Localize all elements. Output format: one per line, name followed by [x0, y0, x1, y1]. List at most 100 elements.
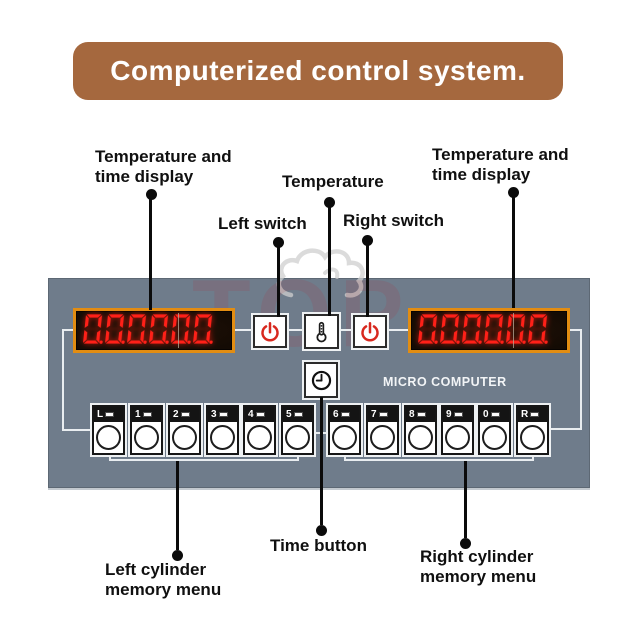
wire-line: [569, 329, 582, 331]
led-indicator: [218, 412, 228, 417]
memory-button-5[interactable]: 5: [281, 405, 314, 455]
wire-line: [62, 329, 64, 431]
push-button-circle[interactable]: [285, 425, 310, 450]
memory-button-1[interactable]: 1: [130, 405, 163, 455]
seven-segment-digit: [83, 314, 103, 344]
memory-button-header: 9: [443, 407, 472, 422]
title-text: Computerized control system.: [110, 55, 526, 86]
memory-button-header: 0: [480, 407, 509, 422]
led-indicator: [142, 412, 152, 417]
label-time-button: Time button: [270, 536, 367, 555]
memory-button-9[interactable]: 9: [441, 405, 474, 455]
memory-button-label: 0: [483, 408, 489, 420]
label-left-memory: Left cylinder memory menu: [105, 560, 222, 599]
memory-button-header: 6: [330, 407, 359, 422]
wire-line: [337, 329, 354, 331]
memory-button-label: 3: [211, 408, 217, 420]
led-indicator: [340, 412, 350, 417]
left-switch-button[interactable]: [253, 315, 287, 348]
wire-line: [62, 329, 74, 331]
label-right-switch: Right switch: [343, 211, 445, 230]
led-indicator: [293, 412, 303, 417]
callout-dot-right-switch: [361, 234, 373, 246]
push-button-circle[interactable]: [370, 425, 395, 450]
thermometer-icon: [316, 321, 327, 343]
memory-button-label: 4: [248, 408, 254, 420]
memory-button-header: 7: [368, 407, 397, 422]
push-button-circle[interactable]: [445, 425, 470, 450]
led-indicator: [490, 412, 500, 417]
label-right-display: Temperature and time display: [432, 145, 569, 184]
label-right-memory: Right cylinder memory menu: [420, 547, 537, 586]
wire-line: [235, 329, 254, 331]
wire-line: [62, 429, 92, 431]
memory-button-8[interactable]: 8: [404, 405, 437, 455]
memory-button-label: 6: [333, 408, 339, 420]
seven-segment-digit: [149, 314, 169, 344]
push-button-circle[interactable]: [408, 425, 433, 450]
push-button-circle[interactable]: [210, 425, 235, 450]
memory-button-header: 5: [283, 407, 312, 422]
led-indicator: [378, 412, 388, 417]
push-button-circle[interactable]: [247, 425, 272, 450]
seven-segment-digit: [127, 314, 147, 344]
wire-line: [387, 329, 409, 331]
memory-button-label: 9: [446, 408, 452, 420]
callout-line-right-switch: [365, 245, 369, 317]
seven-segment-digit: [193, 314, 213, 344]
push-button-circle[interactable]: [520, 425, 545, 450]
memory-button-2[interactable]: 2: [168, 405, 201, 455]
title-banner: Computerized control system.: [73, 42, 563, 100]
memory-button-label: 7: [371, 408, 377, 420]
seven-segment-digit: [418, 314, 438, 344]
right-switch-button[interactable]: [353, 315, 387, 348]
memory-button-label: 1: [135, 408, 141, 420]
push-button-circle[interactable]: [134, 425, 159, 450]
memory-button-6[interactable]: 6: [328, 405, 361, 455]
callout-line-right-display: [511, 197, 515, 308]
push-button-circle[interactable]: [172, 425, 197, 450]
power-icon: [261, 321, 279, 341]
memory-button-0[interactable]: 0: [478, 405, 511, 455]
push-button-circle[interactable]: [332, 425, 357, 450]
label-temperature: Temperature: [282, 172, 384, 191]
callout-line-left-display: [148, 199, 152, 310]
display-divider: [178, 313, 179, 348]
memory-button-r[interactable]: R: [516, 405, 549, 455]
wire-line: [287, 329, 305, 331]
seven-segment-digit: [171, 314, 191, 344]
wire-line: [580, 329, 582, 430]
memory-button-4[interactable]: 4: [243, 405, 276, 455]
seven-segment-digit: [462, 314, 482, 344]
memory-button-label: 2: [173, 408, 179, 420]
label-left-switch: Left switch: [218, 214, 307, 233]
wire-line: [532, 452, 534, 461]
temperature-button[interactable]: [304, 314, 339, 349]
push-button-circle[interactable]: [482, 425, 507, 450]
memory-button-header: R: [518, 407, 547, 422]
memory-button-header: 8: [406, 407, 435, 422]
memory-button-label: 5: [286, 408, 292, 420]
callout-line-left-switch: [276, 247, 280, 317]
led-indicator: [453, 412, 463, 417]
callout-line-time-button: [319, 397, 323, 525]
memory-button-3[interactable]: 3: [206, 405, 239, 455]
wire-line: [344, 452, 346, 461]
push-button-circle[interactable]: [96, 425, 121, 450]
time-button[interactable]: [304, 362, 338, 398]
callout-line-left-memory: [175, 461, 179, 550]
memory-button-header: 1: [132, 407, 161, 422]
memory-button-7[interactable]: 7: [366, 405, 399, 455]
power-icon: [361, 321, 379, 341]
memory-button-header: L: [94, 407, 123, 422]
wire-line: [551, 428, 582, 430]
callout-line-temperature: [327, 207, 331, 316]
chef-hat-watermark-icon: [276, 248, 365, 298]
seven-segment-digit: [105, 314, 125, 344]
callout-dot-left-memory: [171, 549, 183, 561]
seven-segment-digit: [528, 314, 548, 344]
memory-button-label: R: [521, 408, 529, 420]
callout-line-right-memory: [463, 461, 467, 538]
memory-button-l[interactable]: L: [92, 405, 125, 455]
